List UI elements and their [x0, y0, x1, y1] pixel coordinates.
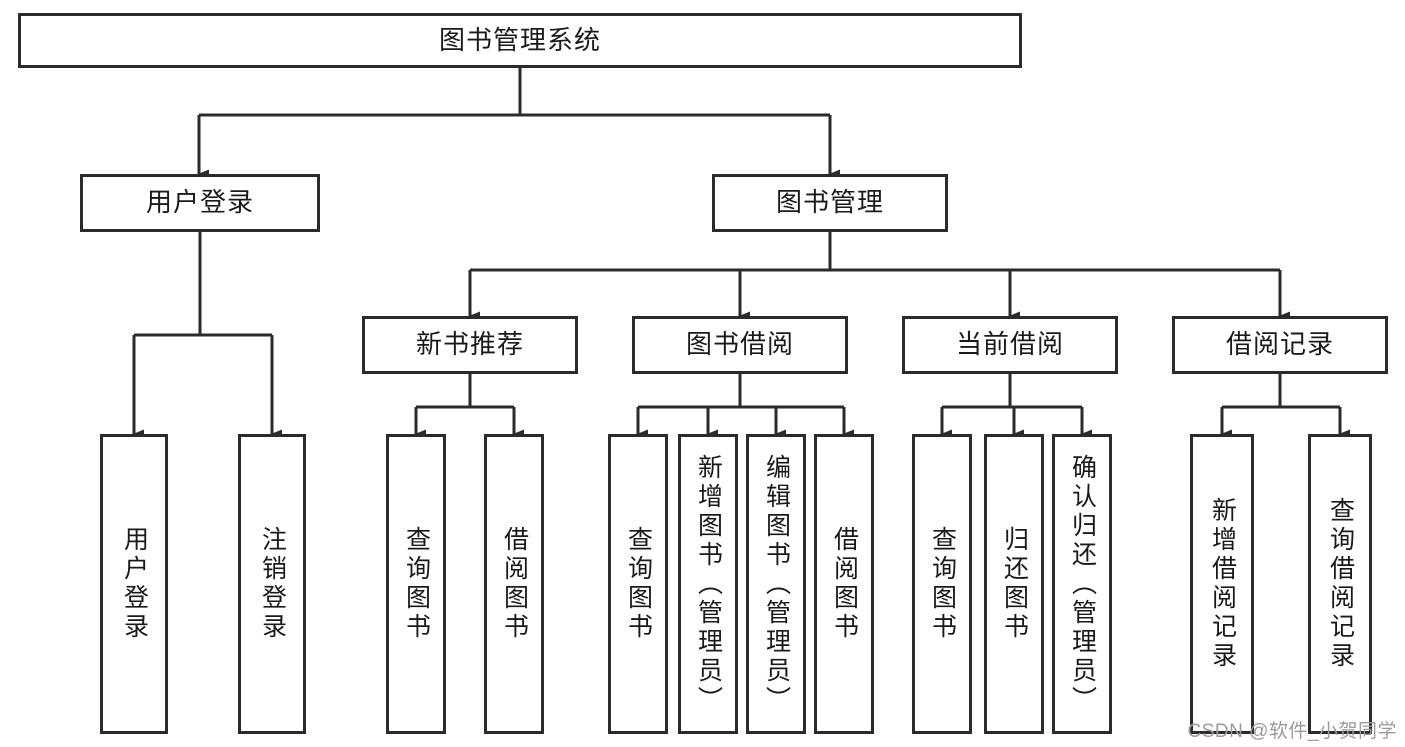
node-label: 图书管理 — [775, 187, 884, 218]
node-leaf-新增图书管理员[interactable]: 新增图书（管理员） — [678, 434, 738, 734]
node-label: 新书推荐 — [415, 329, 524, 360]
node-level3-图书借阅[interactable]: 图书借阅 — [632, 316, 848, 374]
node-label: 用户登录 — [120, 526, 149, 642]
node-leaf-查询图书[interactable]: 查询图书 — [386, 434, 446, 734]
node-leaf-查询图书[interactable]: 查询图书 — [608, 434, 668, 734]
node-root-图书管理系统[interactable]: 图书管理系统 — [18, 13, 1022, 68]
node-level3-当前借阅[interactable]: 当前借阅 — [902, 316, 1118, 374]
edges — [132, 68, 1350, 439]
node-label: 当前借阅 — [955, 329, 1064, 360]
node-leaf-新增借阅记录[interactable]: 新增借阅记录 — [1190, 434, 1254, 734]
node-label: 注销登录 — [258, 526, 287, 642]
node-leaf-用户登录[interactable]: 用户登录 — [100, 434, 168, 734]
node-label: 借阅图书 — [830, 526, 859, 642]
node-label: 确认归还（管理员） — [1068, 453, 1097, 715]
node-leaf-归还图书[interactable]: 归还图书 — [984, 434, 1044, 734]
node-level2-图书管理[interactable]: 图书管理 — [712, 174, 948, 232]
node-leaf-编辑图书管理员[interactable]: 编辑图书（管理员） — [746, 434, 806, 734]
node-label: 归还图书 — [1000, 526, 1029, 642]
node-label: 查询图书 — [928, 526, 957, 642]
node-level3-借阅记录[interactable]: 借阅记录 — [1172, 316, 1388, 374]
node-label: 图书管理系统 — [438, 24, 601, 55]
node-leaf-查询图书[interactable]: 查询图书 — [912, 434, 972, 734]
node-label: 查询图书 — [402, 526, 431, 642]
node-leaf-确认归还管理员[interactable]: 确认归还（管理员） — [1052, 434, 1112, 734]
node-leaf-注销登录[interactable]: 注销登录 — [238, 434, 306, 734]
node-label: 借阅记录 — [1225, 329, 1334, 360]
node-level3-新书推荐[interactable]: 新书推荐 — [362, 316, 578, 374]
node-label: 图书借阅 — [685, 329, 794, 360]
node-label: 编辑图书（管理员） — [762, 453, 791, 715]
node-leaf-查询借阅记录[interactable]: 查询借阅记录 — [1308, 434, 1372, 734]
node-label: 查询图书 — [624, 526, 653, 642]
node-label: 用户登录 — [145, 187, 254, 218]
node-label: 新增图书（管理员） — [694, 453, 723, 715]
node-label: 新增借阅记录 — [1208, 497, 1237, 671]
node-level2-用户登录[interactable]: 用户登录 — [80, 174, 320, 232]
node-label: 查询借阅记录 — [1326, 497, 1355, 671]
node-label: 借阅图书 — [500, 526, 529, 642]
node-leaf-借阅图书[interactable]: 借阅图书 — [814, 434, 874, 734]
node-leaf-借阅图书[interactable]: 借阅图书 — [484, 434, 544, 734]
